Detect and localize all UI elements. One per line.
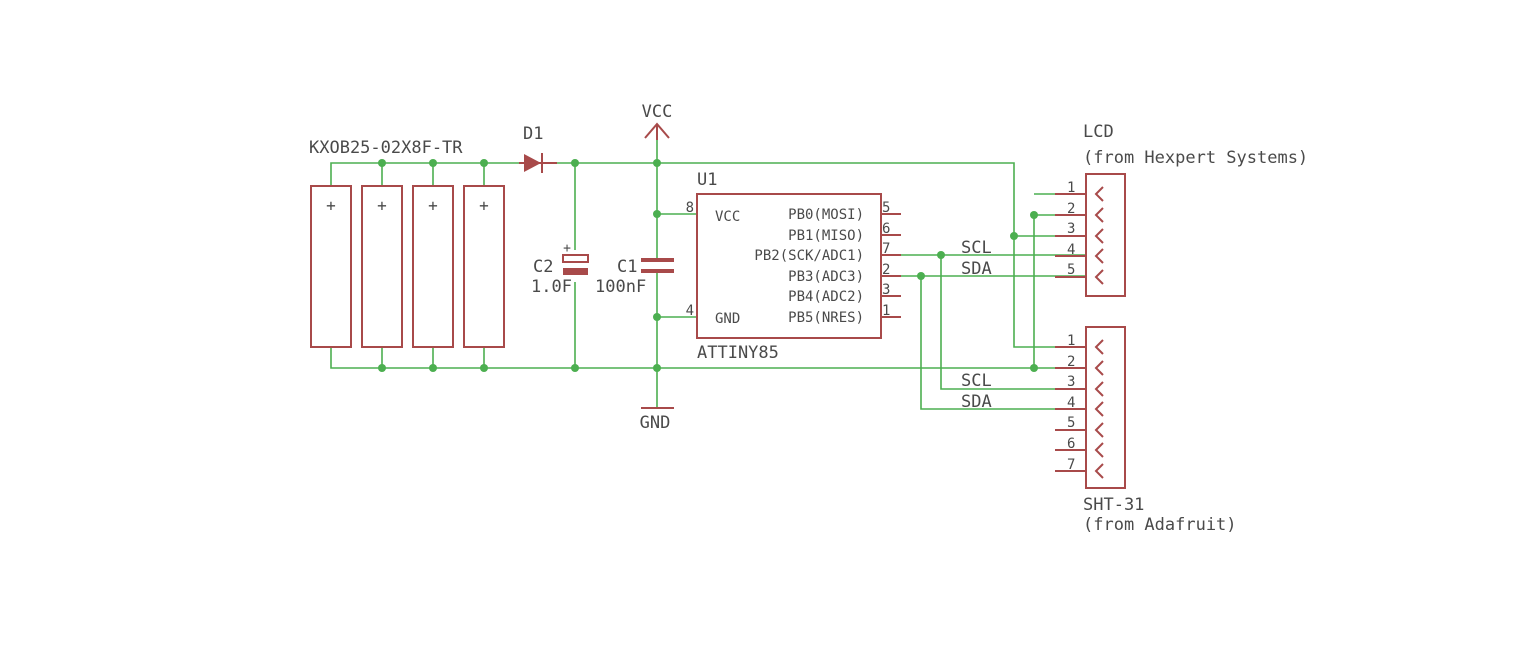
sht-pin-num: 2 [1067, 354, 1075, 370]
solar-cell-4 [463, 185, 505, 348]
solar-cell-2 [361, 185, 403, 348]
solar-array: + + + + KXOB25-02X8F-TR [309, 138, 505, 348]
c1-plate-top [641, 258, 674, 262]
diode-symbol [524, 154, 541, 172]
c2-plate-negative [563, 268, 588, 275]
sht-pin-num: 7 [1067, 457, 1075, 473]
mcu-pin-name: PB0(MOSI) [788, 207, 864, 223]
lcd-pin-num: 4 [1067, 242, 1075, 258]
lcd-title: LCD [1083, 122, 1114, 142]
solar-cell-plus: + [428, 196, 438, 215]
lcd-connector-body [1085, 173, 1126, 297]
lcd-source: (from Hexpert Systems) [1083, 148, 1308, 168]
mcu-pin-name: VCC [715, 209, 740, 225]
c2-value: 1.0F [531, 277, 572, 297]
mcu-pin-num: 1 [882, 303, 890, 319]
mcu-power-wire [657, 213, 697, 318]
lcd-pin-stubs [1055, 193, 1086, 278]
solar-cell-plus: + [326, 196, 336, 215]
c2-name: C2 [533, 257, 553, 277]
scl-label: SCL [961, 238, 992, 258]
mcu-pin-num: 6 [882, 221, 890, 237]
solar-top-bus-wire [330, 162, 519, 186]
solar-cell-1 [310, 185, 352, 348]
sda-label: SDA [961, 392, 992, 412]
mcu-pin-num: 2 [882, 262, 890, 278]
lcd-pin2-wire [1033, 214, 1086, 368]
mcu-pin-num: 7 [882, 241, 890, 257]
capacitor-c2: + C2 1.0F [531, 241, 589, 297]
sda-sht-wire [920, 276, 1086, 410]
gnd-label: GND [640, 413, 671, 433]
c2-plate-positive [562, 254, 589, 263]
lcd-pin-num: 2 [1067, 201, 1075, 217]
lcd-connector: 1 2 3 4 5 LCD (from Hexpert Systems) [1055, 122, 1308, 297]
c2-polarity: + [563, 241, 571, 256]
sht-pin-arrows [1094, 339, 1104, 479]
mcu-pin-num: 5 [882, 200, 890, 216]
wires [330, 140, 1086, 410]
net-labels: SCL SDA SCL SDA [961, 238, 992, 412]
sht-title: SHT-31 [1083, 495, 1144, 515]
sht-pin-num: 4 [1067, 395, 1075, 411]
sda-label: SDA [961, 259, 992, 279]
scl-label: SCL [961, 371, 992, 391]
mcu-pin-num: 8 [686, 200, 694, 216]
mcu-ref: U1 [697, 170, 717, 190]
sht-pin-num: 3 [1067, 374, 1075, 390]
mcu-pin-name: PB2(SCK/ADC1) [754, 248, 864, 264]
sht-pin-num: 5 [1067, 415, 1075, 431]
junctions [378, 159, 1038, 372]
mcu-u1: U1 ATTINY85 8 VCC 4 GND 5 PB0(MOSI) 6 PB… [686, 170, 901, 363]
mcu-pin-name: PB4(ADC2) [788, 289, 864, 305]
mcu-body [696, 193, 882, 339]
solar-cell-plus: + [479, 196, 489, 215]
sht-connector: 1 2 3 4 5 6 7 SHT-31 (from Adafruit) [1055, 326, 1237, 535]
c1-value: 100nF [595, 277, 646, 297]
gnd-symbol: GND [640, 407, 674, 433]
mcu-pin-stubs [881, 213, 901, 318]
solar-cell-plus: + [377, 196, 387, 215]
mcu-pin-name: PB3(ADC3) [788, 269, 864, 285]
mcu-pin-num: 4 [686, 303, 694, 319]
sht-connector-body [1085, 326, 1126, 489]
sht-pin-stubs [1055, 346, 1086, 472]
lcd-pin-num: 5 [1067, 262, 1075, 278]
sht-source: (from Adafruit) [1083, 515, 1237, 535]
vcc-label: VCC [642, 102, 673, 122]
mcu-pin-name: PB5(NRES) [788, 310, 864, 326]
mcu-pin-name: PB1(MISO) [788, 228, 864, 244]
solar-cell-3 [412, 185, 454, 348]
c1-name: C1 [617, 257, 637, 277]
mcu-part: ATTINY85 [697, 343, 779, 363]
c1-plate-bottom [641, 269, 674, 273]
diode-d1: D1 [519, 124, 557, 173]
gnd-rail-wire [330, 347, 1086, 369]
sht-pin-num: 6 [1067, 436, 1075, 452]
capacitor-c1: C1 100nF [595, 257, 674, 297]
lcd-pin-arrows [1094, 186, 1104, 285]
scl-sht-wire [940, 255, 1086, 390]
mcu-pin-num: 3 [882, 282, 890, 298]
vcc-rail-wire [557, 162, 1015, 236]
sht-pin-num: 1 [1067, 333, 1075, 349]
mcu-pin-name: GND [715, 311, 740, 327]
lcd-pin-num: 3 [1067, 221, 1075, 237]
diode-label: D1 [523, 124, 543, 144]
lcd-pin-num: 1 [1067, 180, 1075, 196]
vcc-symbol: VCC [642, 102, 673, 140]
solar-label: KXOB25-02X8F-TR [309, 138, 463, 158]
